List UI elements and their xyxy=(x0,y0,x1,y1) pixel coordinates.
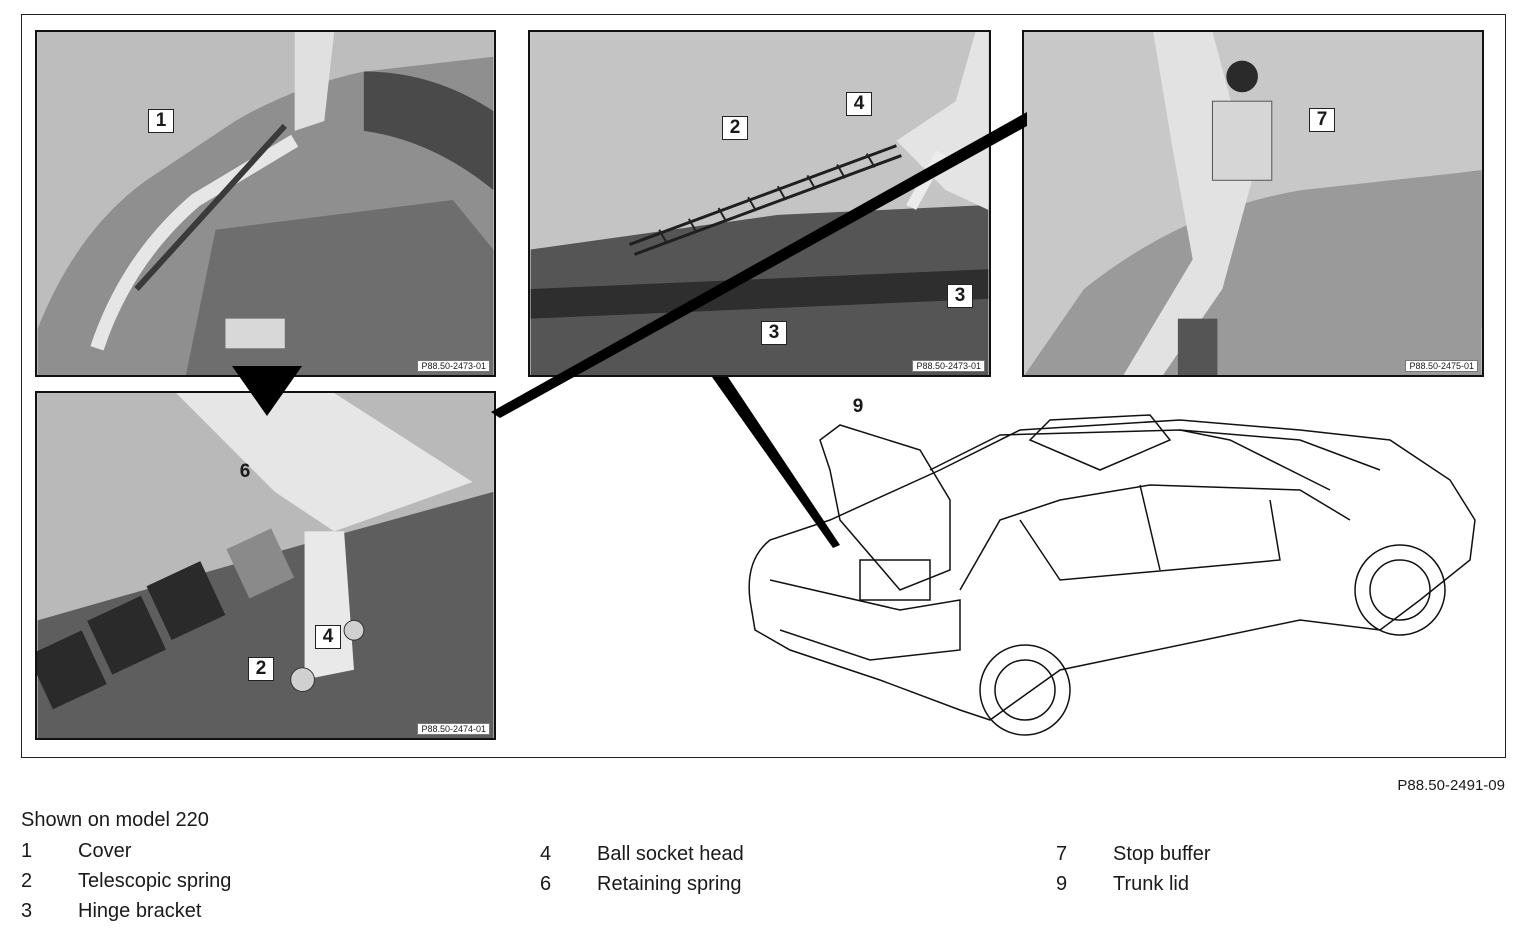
legend-number: 3 xyxy=(21,900,33,922)
callout-cover: 1 xyxy=(148,109,174,133)
photo-panel-stop-buffer: 7 P88.50-2475-01 xyxy=(1022,30,1484,377)
legend-number: 2 xyxy=(21,870,33,892)
legend-label: Retaining spring xyxy=(597,873,742,895)
legend-number: 6 xyxy=(540,873,552,895)
legend-item: 3 Hinge bracket xyxy=(21,900,231,930)
legend-number: 4 xyxy=(540,843,552,865)
legend-label: Stop buffer xyxy=(1113,843,1211,865)
legend-column-1: 1 Cover 2 Telescopic spring 3 Hinge bracket xyxy=(21,840,231,930)
legend-item: 1 Cover xyxy=(21,840,231,870)
panel-code: P88.50-2473-01 xyxy=(912,360,985,372)
legend-label: Ball socket head xyxy=(597,843,744,865)
callout-ball-socket-head: 4 xyxy=(846,92,872,116)
legend-label: Telescopic spring xyxy=(78,870,232,892)
legend-label: Cover xyxy=(78,840,132,862)
callout-telescopic-spring-detail: 2 xyxy=(248,657,274,681)
legend-item: 9 Trunk lid xyxy=(1056,873,1210,903)
legend-number: 7 xyxy=(1056,843,1068,865)
photo-panel-ball-socket: 6 4 2 P88.50-2474-01 xyxy=(35,391,496,740)
caption: Shown on model 220 xyxy=(21,809,209,831)
figure-frame xyxy=(21,14,1506,758)
stop-buffer-photo xyxy=(1024,32,1482,375)
legend-column-2: 4 Ball socket head 6 Retaining spring xyxy=(540,843,744,903)
callout-ball-socket-head-detail: 4 xyxy=(315,625,341,649)
callout-stop-buffer: 7 xyxy=(1309,108,1335,132)
legend-item: 2 Telescopic spring xyxy=(21,870,231,900)
legend-column-3: 7 Stop buffer 9 Trunk lid xyxy=(1056,843,1210,903)
trunk-interior-photo xyxy=(37,32,494,375)
callout-hinge-bracket-right: 3 xyxy=(947,284,973,308)
ball-socket-photo xyxy=(37,393,494,738)
legend-item: 4 Ball socket head xyxy=(540,843,744,873)
figure-code: P88.50-2491-09 xyxy=(1397,777,1505,794)
callout-telescopic-spring: 2 xyxy=(722,116,748,140)
callout-trunk-lid: 9 xyxy=(852,396,864,417)
panel-code: P88.50-2473-01 xyxy=(417,360,490,372)
legend-label: Hinge bracket xyxy=(78,900,202,922)
callout-retaining-spring: 6 xyxy=(239,461,251,482)
photo-panel-cover: 1 P88.50-2473-01 xyxy=(35,30,496,377)
legend-number: 9 xyxy=(1056,873,1068,895)
photo-panel-spring: 4 2 3 3 P88.50-2473-01 xyxy=(528,30,991,377)
legend-item: 6 Retaining spring xyxy=(540,873,744,903)
panel-code: P88.50-2474-01 xyxy=(417,723,490,735)
callout-hinge-bracket-bottom: 3 xyxy=(761,321,787,345)
legend-label: Trunk lid xyxy=(1113,873,1189,895)
legend-number: 1 xyxy=(21,840,33,862)
legend-item: 7 Stop buffer xyxy=(1056,843,1210,873)
panel-code: P88.50-2475-01 xyxy=(1405,360,1478,372)
spring-hinge-photo xyxy=(530,32,989,375)
